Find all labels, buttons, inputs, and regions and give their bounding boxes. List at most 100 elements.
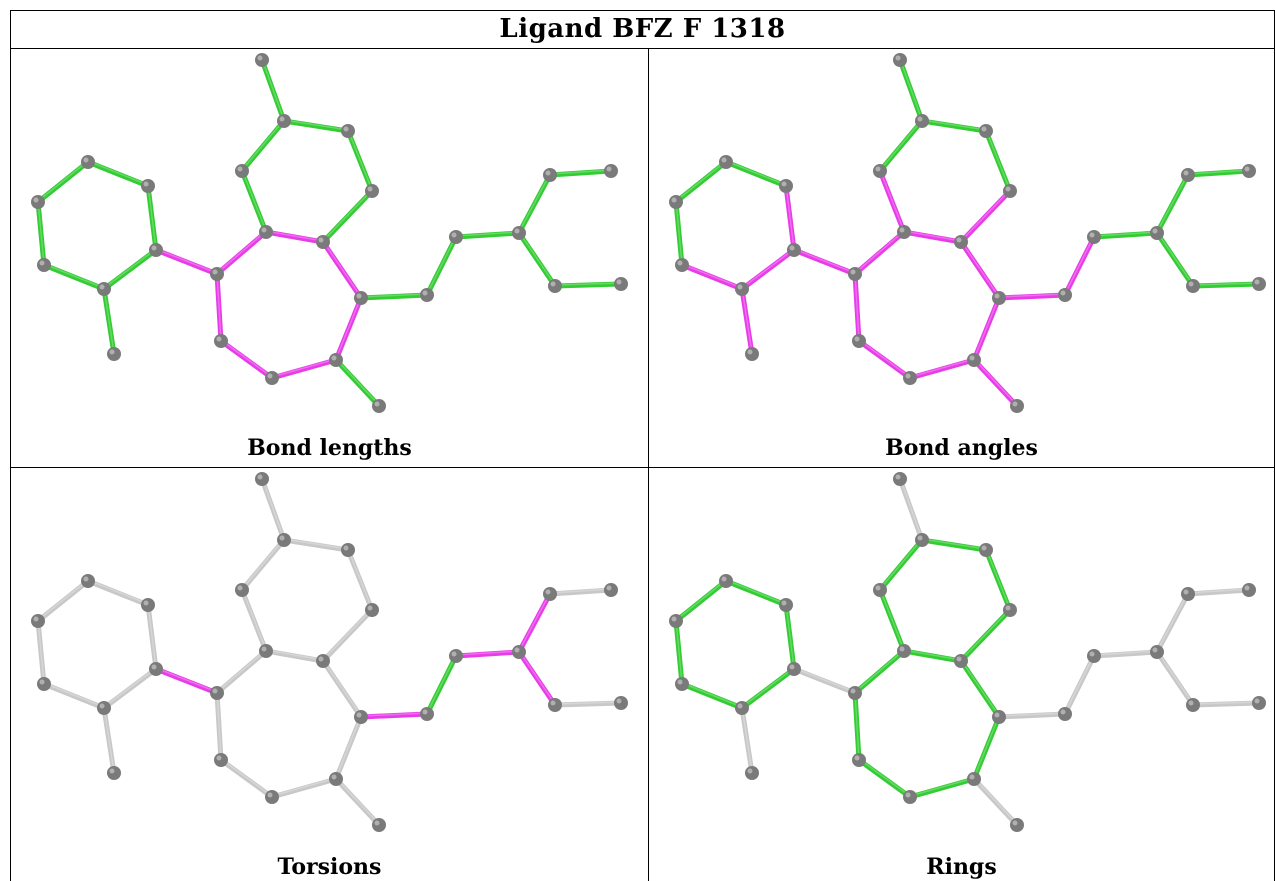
atom: [848, 267, 862, 281]
atom: [1186, 698, 1200, 712]
atom: [259, 644, 273, 658]
atom: [735, 701, 749, 715]
bond: [739, 247, 797, 292]
bond: [673, 159, 729, 205]
atom: [365, 184, 379, 198]
bond-shine: [241, 538, 285, 590]
atom: [614, 277, 628, 291]
atom: [316, 654, 330, 668]
bond: [145, 602, 159, 672]
bond: [453, 230, 522, 240]
bond-shine: [899, 477, 923, 540]
bond-shine: [518, 173, 551, 233]
bond: [783, 183, 797, 253]
bond-shine: [909, 358, 975, 378]
atom: [787, 662, 801, 676]
atom-shine: [143, 600, 149, 606]
panel-caption: Bond lengths: [247, 435, 412, 461]
bond: [333, 357, 382, 409]
title-divider: [10, 48, 1275, 49]
bond: [919, 537, 989, 553]
atom: [1252, 696, 1266, 710]
bond-shine: [858, 339, 911, 378]
atom-shine: [545, 170, 551, 176]
atom-shine: [279, 116, 285, 122]
bond-shine: [854, 230, 905, 274]
bond-shine: [155, 248, 218, 274]
bond: [852, 648, 907, 696]
atom-shine: [850, 688, 856, 694]
bond-shine: [985, 129, 1011, 191]
bond-shine: [335, 296, 362, 360]
bond: [877, 587, 907, 654]
panel-bond-lengths: Bond lengths: [11, 49, 648, 467]
bond-shine: [549, 588, 612, 594]
bond-shine: [998, 712, 1066, 717]
bond: [791, 247, 858, 277]
atom-shine: [39, 679, 45, 685]
atom: [1242, 583, 1256, 597]
atom: [669, 614, 683, 628]
atom-shine: [781, 600, 787, 606]
bond-shine: [347, 129, 373, 191]
atom: [675, 258, 689, 272]
bond: [263, 229, 326, 245]
bond-shine: [960, 659, 1000, 717]
bond-shine: [854, 272, 860, 341]
atom-shine: [257, 474, 263, 480]
bond-shine: [554, 701, 622, 705]
bond: [333, 295, 364, 363]
bond-shine: [360, 293, 428, 298]
atom: [214, 753, 228, 767]
atom-shine: [1244, 166, 1250, 172]
bond-shine: [985, 548, 1011, 610]
panel-caption: Torsions: [277, 854, 382, 880]
atom-shine: [374, 820, 380, 826]
bond: [320, 658, 364, 720]
atom-shine: [616, 698, 622, 704]
atom-shine: [514, 647, 520, 653]
bond-shine: [793, 667, 856, 693]
bond: [983, 128, 1013, 194]
atom-shine: [257, 55, 263, 61]
bond: [101, 247, 159, 292]
bond-shine: [1156, 650, 1194, 705]
atom: [979, 124, 993, 138]
bond: [723, 578, 789, 608]
bond: [852, 271, 862, 344]
atom: [1010, 818, 1024, 832]
bond: [673, 578, 729, 624]
atom-shine: [1183, 589, 1189, 595]
bond: [739, 705, 755, 776]
atom-shine: [237, 166, 243, 172]
atom: [341, 543, 355, 557]
bond-shine: [1156, 173, 1189, 233]
atom-shine: [721, 157, 727, 163]
bond: [424, 653, 459, 717]
bond: [901, 229, 964, 245]
bond: [85, 578, 151, 608]
bond: [791, 666, 858, 696]
bond-shine: [741, 667, 795, 708]
bond: [333, 776, 382, 828]
atom: [903, 371, 917, 385]
atom-shine: [895, 55, 901, 61]
atom: [354, 710, 368, 724]
atom: [107, 766, 121, 780]
atom-shine: [318, 656, 324, 662]
bond: [971, 295, 1002, 363]
atom: [1003, 603, 1017, 617]
bond-shine: [518, 592, 551, 652]
bond-shine: [103, 706, 115, 773]
atom: [915, 114, 929, 128]
top-border: [10, 10, 1275, 11]
atom-shine: [981, 545, 987, 551]
atom-shine: [422, 709, 428, 715]
atom-shine: [550, 700, 556, 706]
atom: [97, 701, 111, 715]
bond-shine: [879, 169, 905, 232]
atom: [31, 614, 45, 628]
bond-shine: [741, 248, 795, 289]
atom-shine: [1012, 401, 1018, 407]
bond: [41, 681, 107, 711]
